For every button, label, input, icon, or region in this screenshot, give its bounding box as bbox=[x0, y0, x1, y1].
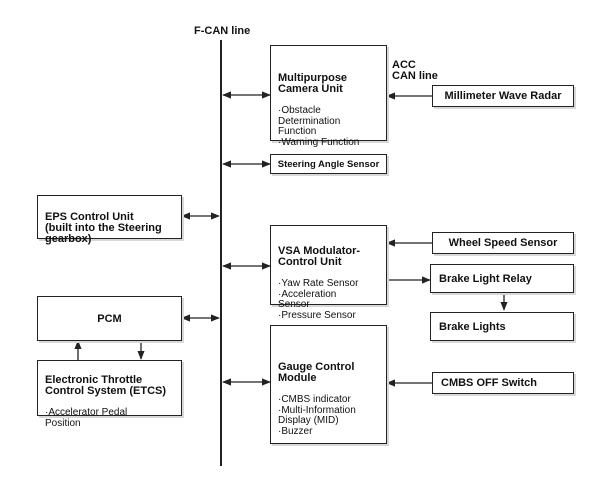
cmbs-off-label: CMBS OFF Switch bbox=[441, 377, 537, 389]
brake-lights-label: Brake Lights bbox=[439, 320, 506, 333]
eps-unit-box: EPS Control Unit (built into the Steerin… bbox=[37, 195, 182, 245]
etcs-details: ·Accelerator Pedal Position bbox=[45, 407, 128, 429]
camera-unit-title: Multipurpose Camera Unit bbox=[278, 72, 348, 95]
wheel-speed-box: Wheel Speed Sensor bbox=[432, 232, 574, 254]
gauge-module-box: Gauge Control Module ·CMBS indicator ·Mu… bbox=[270, 325, 387, 444]
eps-unit-title: EPS Control Unit (built into the Steerin… bbox=[45, 211, 162, 245]
gauge-module-details: ·CMBS indicator ·Multi-Information Displ… bbox=[278, 394, 356, 437]
fcan-line-label: F-CAN line bbox=[194, 25, 251, 37]
pcm-label: PCM bbox=[97, 312, 122, 325]
etcs-box: Electronic Throttle Control System (ETCS… bbox=[37, 360, 182, 428]
radar-label: Millimeter Wave Radar bbox=[444, 90, 562, 102]
etcs-title: Electronic Throttle Control System (ETCS… bbox=[45, 374, 167, 397]
acc-can-line-label: ACC CAN line bbox=[392, 59, 438, 82]
camera-unit-box: Multipurpose Camera Unit ·Obstacle Deter… bbox=[270, 45, 387, 147]
vsa-unit-title: VSA Modulator- Control Unit bbox=[278, 245, 361, 268]
steering-angle-label: Steering Angle Sensor bbox=[277, 158, 380, 170]
pcm-box: PCM bbox=[37, 296, 182, 341]
brake-relay-box: Brake Light Relay bbox=[430, 264, 574, 293]
cmbs-off-box: CMBS OFF Switch bbox=[432, 372, 574, 394]
camera-unit-details: ·Obstacle Determination Function ·Warnin… bbox=[278, 105, 360, 148]
vsa-unit-box: VSA Modulator- Control Unit ·Yaw Rate Se… bbox=[270, 225, 387, 320]
brake-relay-label: Brake Light Relay bbox=[439, 272, 532, 285]
gauge-module-title: Gauge Control Module bbox=[278, 361, 355, 384]
wheel-speed-label: Wheel Speed Sensor bbox=[448, 237, 558, 249]
steering-angle-box: Steering Angle Sensor bbox=[270, 154, 387, 174]
radar-box: Millimeter Wave Radar bbox=[432, 85, 574, 107]
vsa-unit-details: ·Yaw Rate Sensor ·Acceleration Sensor ·P… bbox=[278, 278, 359, 321]
brake-lights-box: Brake Lights bbox=[430, 312, 574, 341]
